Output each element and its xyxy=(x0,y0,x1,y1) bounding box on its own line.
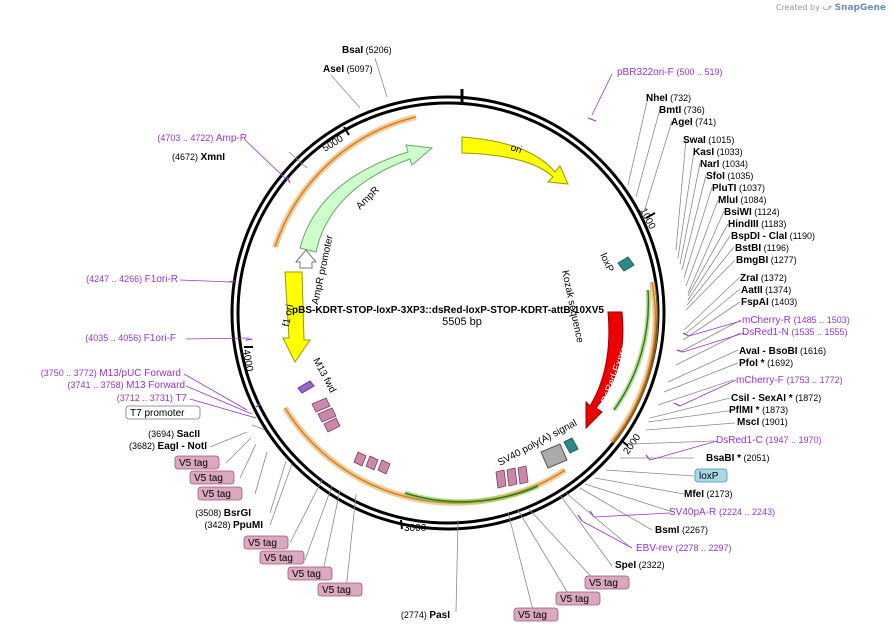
nari-label[interactable]: NarI (1034) xyxy=(700,159,748,170)
eagi-noti-label[interactable]: (3682) EagI - NotI xyxy=(129,441,207,452)
feature-dsred-express[interactable]: DsRed-Express xyxy=(585,311,634,430)
feature-loxp-bottom[interactable] xyxy=(563,437,579,454)
f1ori-f-label[interactable]: (4035 .. 4056) F1ori-F xyxy=(85,333,176,344)
v5-tag-5-label[interactable]: V5 tag xyxy=(259,550,305,565)
msci-label[interactable]: MscI (1901) xyxy=(737,417,788,428)
zrai-label[interactable]: ZraI (1372) xyxy=(740,273,787,284)
avai-bsobi-label[interactable]: AvaI - BsoBI (1616) xyxy=(739,346,826,357)
t7-promoter-label[interactable]: T7 promoter xyxy=(125,405,201,420)
sv40pa-r-label[interactable]: SV40pA-R (2224 .. 2243) xyxy=(669,507,775,518)
credit-text: Created by xyxy=(775,3,820,12)
xmni-label[interactable]: (4672) XmnI xyxy=(172,152,225,163)
pasi-label[interactable]: (2774) PasI xyxy=(401,610,450,621)
bsai-label[interactable]: BsaI (5206) xyxy=(342,45,392,56)
nhei-label[interactable]: NheI (732) xyxy=(646,93,691,104)
feature-ori[interactable]: ori xyxy=(461,136,569,185)
primer-lines xyxy=(179,73,745,549)
f1ori-r-label[interactable]: (4247 .. 4266) F1ori-R xyxy=(86,274,178,285)
dsred1-n-label[interactable]: DsRed1-N (1535 .. 1555) xyxy=(742,327,848,338)
tick-label-4000: 4000 xyxy=(240,349,255,373)
mcherry-f-label[interactable]: mCherry-F (1753 .. 1772) xyxy=(736,375,843,386)
ebv-rev-label[interactable]: EBV-rev (2278 .. 2297) xyxy=(636,543,732,554)
t7-label[interactable]: (3712 .. 3731) T7 xyxy=(117,393,188,404)
feature-loxp-top[interactable]: loxP xyxy=(597,252,635,275)
m13-fwd-label: M13 fwd xyxy=(310,356,337,395)
v5-tag-7-text: V5 tag xyxy=(322,585,351,596)
tick-label-3000: 3000 xyxy=(404,523,427,534)
amp-r-label[interactable]: (4703 .. 4722) Amp-R xyxy=(157,133,247,144)
v5-tag-3-text: V5 tag xyxy=(202,489,231,500)
v5-tag-8-text: V5 tag xyxy=(518,610,547,621)
feature-f1-ori[interactable]: f1 ori xyxy=(281,271,311,363)
loxp-box-label[interactable]: loxP xyxy=(694,468,728,483)
plasmid-name: pBS-KDRT-STOP-loxP-3XP3::dsRed-loxP-STOP… xyxy=(292,305,604,316)
primer-marks xyxy=(228,117,690,522)
v5-tag-2-label[interactable]: V5 tag xyxy=(189,470,235,485)
bmti-label[interactable]: BmtI (736) xyxy=(659,105,705,116)
v5-tag-8-label[interactable]: V5 tag xyxy=(513,607,559,622)
v5-tag-6-text: V5 tag xyxy=(292,569,321,580)
v5-tag-6-label[interactable]: V5 tag xyxy=(287,566,333,581)
plasmid-title: pBS-KDRT-STOP-loxP-3XP3::dsRed-loxP-STOP… xyxy=(292,305,604,328)
bsabi-label[interactable]: BsaBI * (2051) xyxy=(706,453,770,464)
v5-tag-10-text: V5 tag xyxy=(589,578,618,589)
aatii-label[interactable]: AatII (1374) xyxy=(741,285,791,296)
ori-label: ori xyxy=(509,142,523,156)
mcherry-r-label[interactable]: mCherry-R (1485 .. 1503) xyxy=(742,315,850,326)
hindiii-label[interactable]: HindIII (1183) xyxy=(728,219,786,230)
v5-tag-1-text: V5 tag xyxy=(179,458,208,469)
v5-tag-5-text: V5 tag xyxy=(264,553,293,564)
bmgbi-label[interactable]: BmgBI (1277) xyxy=(736,255,797,266)
v5-tag-4-text: V5 tag xyxy=(248,538,277,549)
t7-promoter-text: T7 promoter xyxy=(130,408,185,419)
sfoi-label[interactable]: SfoI (1035) xyxy=(706,171,753,182)
leader-lines xyxy=(209,57,742,615)
bsiwi-label[interactable]: BsiWI (1124) xyxy=(724,207,780,218)
asei-label[interactable]: AseI (5097) xyxy=(323,64,373,75)
credit-brand: SnapGene xyxy=(834,3,886,13)
pbr322ori-f-label[interactable]: pBR322ori-F (500 .. 519) xyxy=(617,67,723,78)
f1-ori-label: f1 ori xyxy=(281,304,296,328)
m13-puc-forward-label[interactable]: (3750 .. 3772) M13/pUC Forward xyxy=(41,368,181,379)
pfoi-label[interactable]: PfoI * (1692) xyxy=(739,358,793,369)
v5-tag-1-label[interactable]: V5 tag xyxy=(174,455,220,470)
v5-tag-9-label[interactable]: V5 tag xyxy=(555,591,601,606)
sacii-label[interactable]: (3694) SacII xyxy=(148,429,200,440)
bsmi-label[interactable]: BsmI (2267) xyxy=(655,525,708,536)
feature-ampr[interactable]: AmpR xyxy=(299,144,434,253)
v5-tag-2-text: V5 tag xyxy=(194,473,223,484)
dsred1-c-label[interactable]: DsRed1-C (1947 .. 1970) xyxy=(716,435,822,446)
csii-sexai-label[interactable]: CsiI - SexAI * (1872) xyxy=(731,393,821,404)
v5-tag-9-text: V5 tag xyxy=(560,594,589,605)
loxp-label: loxP xyxy=(597,252,615,275)
pflmi-label[interactable]: PflMI * (1873) xyxy=(729,405,788,416)
ppumi-label[interactable]: (3428) PpuMI xyxy=(204,520,263,531)
v5-tag-3-label[interactable]: V5 tag xyxy=(197,486,243,501)
loxp-box-text: loxP xyxy=(699,471,719,482)
v5-tag-10-label[interactable]: V5 tag xyxy=(584,575,630,590)
kasi-label[interactable]: KasI (1033) xyxy=(693,147,743,158)
mlui-label[interactable]: MluI (1084) xyxy=(718,195,767,206)
v5-tag-4-label[interactable]: V5 tag xyxy=(243,535,289,550)
pluti-label[interactable]: PluTI (1037) xyxy=(712,183,765,194)
swai-label[interactable]: SwaI (1015) xyxy=(683,135,734,146)
m13-forward-label[interactable]: (3741 .. 3758) M13 Forward xyxy=(68,380,185,391)
mfei-label[interactable]: MfeI (2173) xyxy=(684,489,733,500)
snapgene-logo-icon: ⤻ xyxy=(822,3,833,13)
plasmid-length: 5505 bp xyxy=(442,316,482,328)
feature-m13-fwd[interactable]: M13 fwd xyxy=(297,356,338,395)
bsrgi-label[interactable]: (3508) BsrGI xyxy=(195,508,251,519)
bstbi-label[interactable]: BstBI (1196) xyxy=(735,243,789,254)
spei-label[interactable]: SpeI (2322) xyxy=(615,560,665,571)
agei-label[interactable]: AgeI (741) xyxy=(671,117,716,128)
v5-tag-7-label[interactable]: V5 tag xyxy=(317,582,363,597)
ampr-label: AmpR xyxy=(354,185,381,212)
green-arcs xyxy=(404,289,651,505)
fspai-label[interactable]: FspAI (1403) xyxy=(741,297,797,308)
snapgene-credit: Created by ⤻ SnapGene xyxy=(776,3,886,13)
v5-arrow-cluster xyxy=(311,397,529,489)
bspdi-clai-label[interactable]: BspDI - ClaI (1190) xyxy=(731,231,815,242)
